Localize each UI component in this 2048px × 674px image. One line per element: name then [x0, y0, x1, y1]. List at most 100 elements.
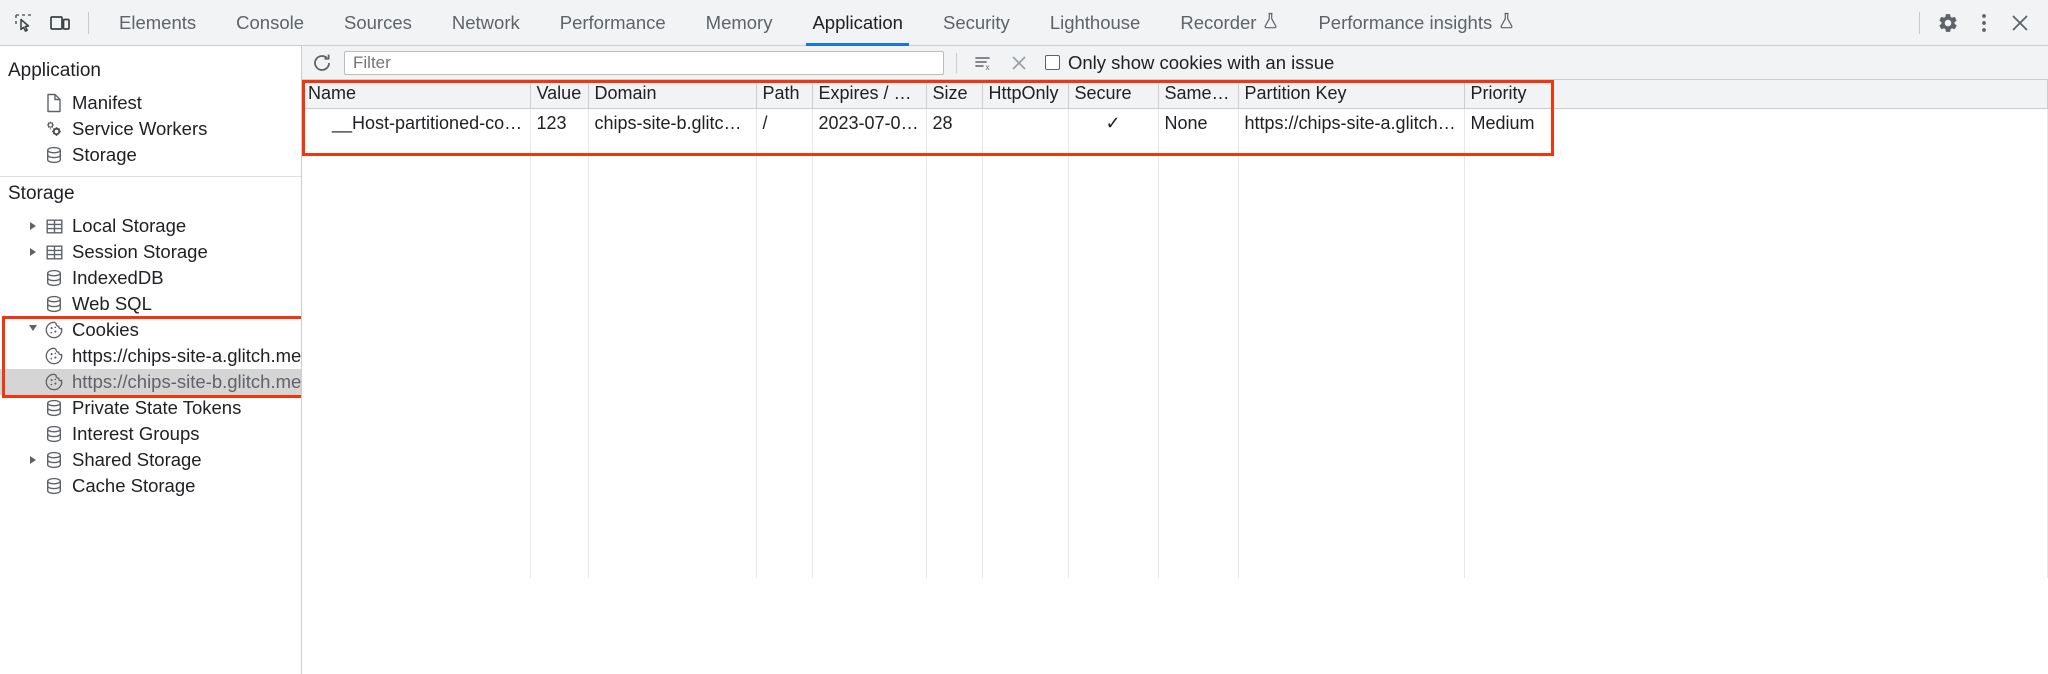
cell-secure: ✓	[1068, 108, 1159, 138]
close-icon[interactable]	[2002, 5, 2038, 41]
tab-label: Application	[812, 11, 903, 33]
experiment-flask-icon	[1499, 12, 1514, 34]
application-sidebar: Application Manifest	[0, 46, 302, 674]
sidebar-item-interest-groups[interactable]: Interest Groups	[0, 421, 301, 447]
sidebar-item-label: Web SQL	[72, 293, 152, 314]
cell-expires: 2023-07-07…	[812, 108, 927, 138]
sidebar-item-label: Private State Tokens	[72, 397, 242, 418]
column-header-partition-key[interactable]: Partition Key	[1238, 80, 1465, 109]
tab-console[interactable]: Console	[216, 0, 324, 46]
tab-lighthouse[interactable]: Lighthouse	[1030, 0, 1161, 46]
clear-filtered-cookies-icon[interactable]: x	[969, 49, 997, 77]
sidebar-section-storage-title: Storage	[8, 183, 75, 204]
sidebar-item-label: IndexedDB	[72, 267, 164, 288]
tab-performance[interactable]: Performance	[540, 0, 686, 46]
sidebar-item-label: Manifest	[72, 92, 142, 113]
tab-security[interactable]: Security	[923, 0, 1030, 46]
column-header-priority[interactable]: Priority	[1464, 80, 2048, 109]
column-header-value[interactable]: Value	[530, 80, 589, 109]
cell-priority: Medium	[1464, 108, 2048, 138]
sidebar-item-indexeddb[interactable]: IndexedDB	[0, 265, 301, 291]
cell-size: 28	[926, 108, 983, 138]
cookie-icon	[42, 372, 66, 392]
column-header-samesite[interactable]: SameSite	[1158, 80, 1239, 109]
sidebar-item-local-storage[interactable]: Local Storage	[0, 213, 301, 239]
column-header-domain[interactable]: Domain	[588, 80, 757, 109]
sidebar-item-storage[interactable]: Storage	[0, 142, 301, 168]
only-show-issues-label: Only show cookies with an issue	[1068, 51, 1335, 73]
service-workers-gears-icon	[42, 119, 66, 139]
sidebar-item-label: https://chips-site-a.glitch.me	[72, 345, 302, 366]
sidebar-item-cache-storage[interactable]: Cache Storage	[0, 473, 301, 499]
tab-label: Network	[451, 11, 520, 33]
database-icon	[42, 294, 66, 314]
sidebar-item-label: Shared Storage	[72, 449, 202, 470]
chevron-right-icon[interactable]	[24, 248, 42, 256]
sidebar-item-shared-storage[interactable]: Shared Storage	[0, 447, 301, 473]
column-header-size[interactable]: Size	[926, 80, 983, 109]
tab-label: Performance	[559, 11, 666, 33]
table-empty-area	[302, 138, 2048, 578]
column-header-name[interactable]: Name	[302, 80, 531, 109]
tab-recorder[interactable]: Recorder	[1160, 0, 1298, 46]
column-header-httponly[interactable]: HttpOnly	[982, 80, 1069, 109]
toolbar-right-actions	[1909, 5, 2038, 41]
sidebar-item-private-state-tokens[interactable]: Private State Tokens	[0, 395, 301, 421]
refresh-icon[interactable]	[308, 49, 336, 77]
gear-icon[interactable]	[1930, 5, 1966, 41]
table-header-row: Name Value Domain Path Expires / M… Size…	[302, 80, 2048, 109]
sidebar-item-cookies[interactable]: Cookies	[0, 317, 301, 343]
inspect-cursor-icon[interactable]	[6, 5, 42, 41]
database-icon	[42, 145, 66, 165]
device-toolbar-icon[interactable]	[42, 5, 78, 41]
tab-label: Console	[236, 11, 305, 33]
sidebar-item-label: Cache Storage	[72, 475, 196, 496]
only-show-issues-checkbox[interactable]: Only show cookies with an issue	[1045, 52, 1334, 74]
database-icon	[42, 450, 66, 470]
chevron-down-icon[interactable]	[24, 325, 42, 335]
sidebar-item-manifest[interactable]: Manifest	[0, 90, 301, 116]
database-icon	[42, 424, 66, 444]
column-header-path[interactable]: Path	[756, 80, 813, 109]
sidebar-item-session-storage[interactable]: Session Storage	[0, 239, 301, 265]
search-input[interactable]	[344, 50, 944, 75]
sidebar-item-cookies-chips-site-a[interactable]: https://chips-site-a.glitch.me	[0, 343, 301, 369]
cell-name: __Host-partitioned-cookie	[302, 108, 531, 138]
clear-all-cookies-icon[interactable]	[1005, 49, 1033, 77]
cell-domain: chips-site-b.glitch.me	[588, 108, 757, 138]
tab-sources[interactable]: Sources	[324, 0, 432, 46]
panel-tabs: Elements Console Sources Network Perform…	[99, 0, 1534, 46]
toolbar-divider	[88, 11, 89, 34]
chevron-right-icon[interactable]	[24, 222, 42, 230]
table-row[interactable]: __Host-partitioned-cookie 123 chips-site…	[302, 108, 2048, 138]
tab-memory[interactable]: Memory	[686, 0, 793, 46]
sidebar-item-label: Service Workers	[72, 118, 208, 139]
sidebar-item-web-sql[interactable]: Web SQL	[0, 291, 301, 317]
cell-value: 123	[530, 108, 589, 138]
sidebar-item-cookies-chips-site-b[interactable]: https://chips-site-b.glitch.me	[0, 369, 301, 395]
column-header-expires[interactable]: Expires / M…	[812, 80, 927, 109]
checkbox-box[interactable]	[1045, 55, 1060, 70]
cookies-table: Name Value Domain Path Expires / M… Size…	[302, 80, 2048, 578]
database-icon	[42, 268, 66, 288]
sidebar-item-label: Session Storage	[72, 241, 208, 262]
svg-text:x: x	[986, 63, 990, 72]
cookies-panel: x Only show cookies with an issue	[302, 46, 2048, 674]
tab-label: Security	[942, 11, 1010, 33]
column-header-secure[interactable]: Secure	[1068, 80, 1159, 109]
kebab-menu-icon[interactable]	[1966, 5, 2002, 41]
chevron-right-icon[interactable]	[24, 456, 42, 464]
tab-application[interactable]: Application	[792, 0, 923, 46]
tab-performance-insights[interactable]: Performance insights	[1298, 0, 1534, 46]
devtools-main: Application Manifest	[0, 46, 2048, 674]
cell-httponly	[982, 108, 1069, 138]
sidebar-item-service-workers[interactable]: Service Workers	[0, 116, 301, 142]
sidebar-item-label: https://chips-site-b.glitch.me	[72, 371, 302, 392]
tab-label: Sources	[344, 11, 412, 33]
toolbar-divider	[1919, 11, 1920, 34]
experiment-flask-icon	[1263, 12, 1278, 34]
cookie-icon	[42, 320, 66, 340]
tab-network[interactable]: Network	[432, 0, 540, 46]
tab-elements[interactable]: Elements	[99, 0, 216, 46]
